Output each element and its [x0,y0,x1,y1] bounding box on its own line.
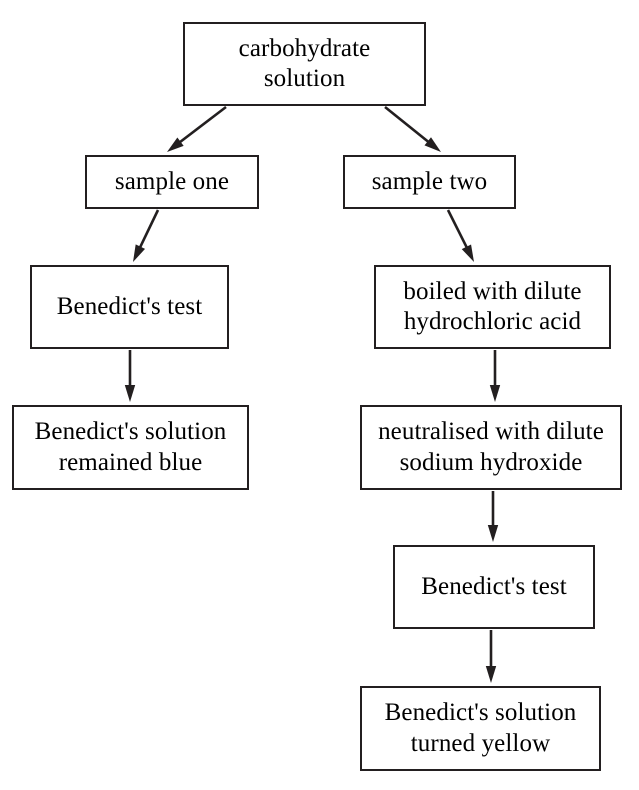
arrow-head [461,244,474,262]
node-sample-two: sample two [343,155,516,209]
arrow-head [133,244,146,262]
arrow-shaft [137,209,160,250]
node-label: sample two [371,167,488,195]
arrow-shaft [384,105,431,145]
node-benedicts-test-right: Benedict's test [393,545,595,629]
arrow-head [167,137,184,152]
node-benedicts-solution-remained-blue: Benedict's solution remained blue [12,405,249,490]
node-label: neutralised with dilute sodium hydroxide [378,418,604,476]
node-label: Benedict's solution remained blue [34,418,227,476]
node-label: sample one [114,167,230,195]
node-label: carbohydrate solution [238,34,371,93]
node-label: boiled with dilute hydrochloric acid [403,277,582,336]
node-benedicts-test-left: Benedict's test [30,265,229,349]
arrow-edge-carbohydrate-to-sample-one [167,105,227,152]
arrow-shaft [177,105,227,145]
arrow-head [485,666,497,683]
arrow-head [124,385,136,402]
arrow-edge-neutralised-to-benedicts-test-right [487,491,499,542]
node-label: Benedict's solution turned yellow [384,699,577,757]
arrow-edge-benedicts-test-right-to-turned-yellow [485,630,497,683]
arrow-head [489,385,501,402]
arrow-edge-boiled-to-neutralised [489,350,501,402]
node-carbohydrate-solution: carbohydrate solution [183,22,426,106]
node-sample-one: sample one [85,155,259,209]
arrow-head [487,525,499,542]
arrow-head [424,137,441,152]
node-benedicts-solution-turned-yellow: Benedict's solution turned yellow [360,686,601,771]
node-neutralised-with-dilute-sodium-hydroxide: neutralised with dilute sodium hydroxide [360,405,622,490]
node-label: Benedict's test [56,292,203,320]
arrow-edge-benedicts-test-left-to-remained-blue [124,350,136,402]
node-label: Benedict's test [421,572,567,600]
arrow-shaft [446,209,469,251]
arrow-edge-sample-two-to-boiled [446,209,474,262]
arrow-edge-carbohydrate-to-sample-two [384,105,441,152]
arrow-edge-sample-one-to-benedicts-test-left [133,209,160,262]
node-boiled-with-dilute-hydrochloric-acid: boiled with dilute hydrochloric acid [374,265,611,349]
